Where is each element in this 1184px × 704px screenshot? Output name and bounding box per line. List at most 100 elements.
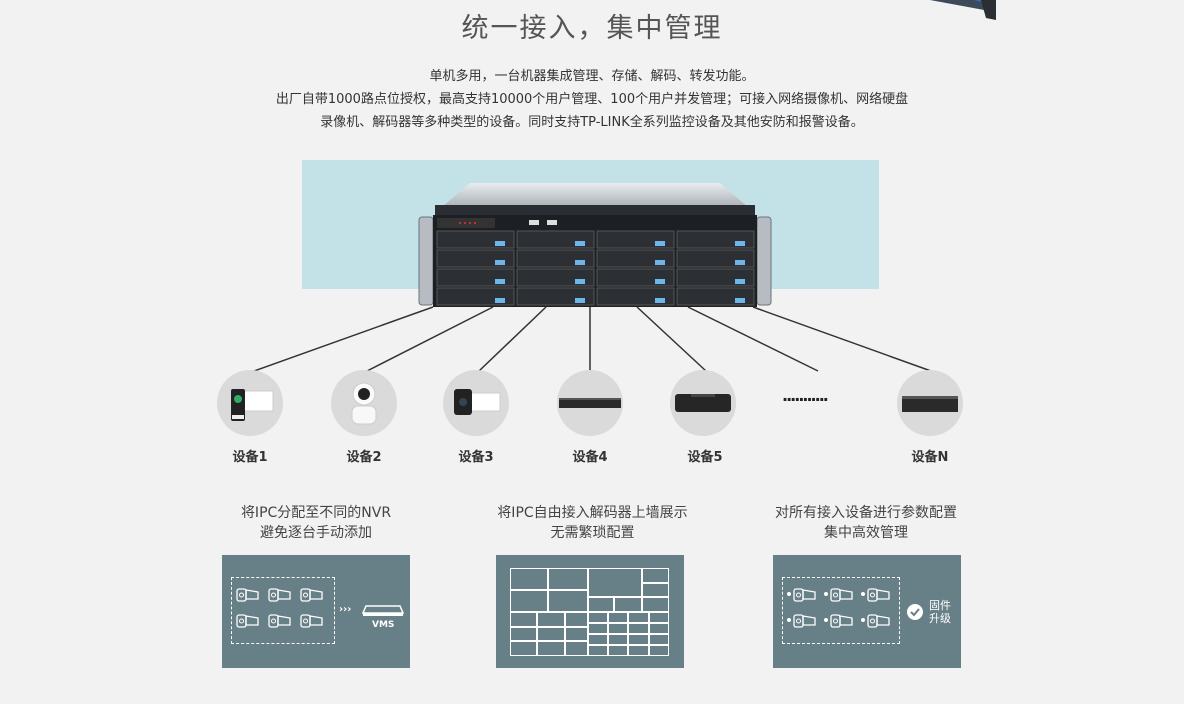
drive-bay: [676, 249, 755, 268]
video-wall-cell: [628, 634, 649, 645]
feature-3-caption: 对所有接入设备进行参数配置 集中高效管理: [746, 503, 986, 543]
video-wall-cell: [608, 634, 628, 645]
drive-bay: [596, 249, 675, 268]
description-line-1: 单机多用，一台机器集成管理、存储、解码、转发功能。: [429, 69, 755, 84]
drive-bay-tag: [575, 260, 585, 265]
check-circle-icon: [907, 604, 923, 620]
more-devices-ellipsis: ···········: [782, 390, 829, 409]
drive-bay-tag: [735, 298, 745, 303]
device-2: [331, 370, 397, 436]
drive-bay: [516, 249, 595, 268]
drive-bay-tag: [575, 279, 585, 284]
drive-bay-tag: [655, 241, 665, 246]
description-line-2: 出厂自带1000路点位授权，最高支持10000个用户管理、100个用户并发管理；…: [275, 92, 909, 107]
drive-bay: [436, 268, 515, 287]
device-n: [897, 370, 963, 436]
video-wall-grid: [510, 568, 669, 656]
video-wall-cell: [608, 623, 628, 634]
device-label: 设备2: [346, 450, 382, 465]
ipc-camera-icon: [787, 587, 817, 607]
drive-bay-tag: [735, 241, 745, 246]
drive-bay-tag: [495, 298, 505, 303]
video-wall-cell: [510, 568, 548, 590]
feature-3-panel: 固件 升级: [773, 555, 961, 668]
video-wall-cell: [642, 597, 669, 612]
video-wall-cell: [510, 612, 537, 627]
feature-caption-line: 将IPC自由接入解码器上墙展示: [497, 505, 688, 521]
feature-1-panel: ››› VMS: [222, 555, 410, 668]
connection-line: [636, 306, 707, 372]
video-wall-cell: [565, 612, 588, 627]
drive-bay: [596, 230, 675, 249]
device-label: 设备4: [572, 450, 608, 465]
video-wall-cell: [537, 641, 565, 656]
vms-label: VMS: [372, 620, 395, 630]
vms-server-icon: [362, 605, 404, 616]
video-wall-cell: [565, 627, 588, 641]
feature-caption-line: 无需繁琐配置: [550, 525, 635, 541]
drive-bay: [516, 287, 595, 306]
video-wall-cell: [628, 623, 649, 634]
nvr-icon: [559, 398, 621, 408]
device-group-box: [782, 577, 900, 644]
ipc-camera-icon: [300, 613, 324, 633]
drive-bay-tag: [495, 241, 505, 246]
drive-bay-tag: [655, 298, 665, 303]
drive-bay: [676, 230, 755, 249]
connection-line: [478, 306, 547, 372]
connection-line: [253, 306, 434, 372]
drive-bay-tag: [655, 260, 665, 265]
ipc-camera-icon: [824, 613, 854, 633]
description-line-3: 录像机、解码器等多种类型的设备。同时支持TP-LINK全系列监控设备及其他安防和…: [320, 115, 864, 130]
video-wall-cell: [588, 612, 608, 623]
video-wall-cell: [642, 568, 669, 583]
video-wall-cell: [588, 568, 642, 597]
ipc-camera-icon: [861, 613, 891, 633]
video-wall-cell: [649, 634, 669, 645]
drive-bay-tag: [575, 298, 585, 303]
drive-bay-tag: [735, 279, 745, 284]
device-label: 设备3: [458, 450, 494, 465]
feature-caption-line: 避免逐台手动添加: [260, 525, 372, 541]
page-title: 统一接入，集中管理: [461, 13, 723, 44]
video-wall-cell: [510, 590, 548, 612]
video-wall-cell: [628, 612, 649, 623]
arrows-icon: ›››: [339, 604, 352, 615]
video-wall-cell: [548, 568, 588, 590]
drive-bay-tag: [495, 260, 505, 265]
video-wall-cell: [614, 597, 642, 612]
video-wall-cell: [537, 627, 565, 641]
connection-line: [366, 306, 494, 372]
device-label: 设备5: [687, 450, 723, 465]
ipc-camera-icon: [300, 587, 324, 607]
firmware-upgrade-label: 固件 升级: [929, 599, 951, 625]
drive-bay: [436, 287, 515, 306]
video-wall-cell: [649, 623, 669, 634]
ipc-group-box: [231, 577, 335, 644]
video-wall-cell: [588, 623, 608, 634]
nvr-icon: [902, 396, 958, 412]
dome-camera-icon: [351, 382, 377, 425]
badge-line: 固件: [929, 599, 951, 612]
bullet-camera-icon: [231, 389, 274, 421]
ipc-camera-icon: [268, 613, 292, 633]
ipc-camera-icon: [268, 587, 292, 607]
video-wall-cell: [649, 612, 669, 623]
device-5: [670, 370, 736, 436]
corner-server-image: [900, 0, 1000, 20]
device-1: [217, 370, 283, 436]
device-3: [443, 370, 509, 436]
drive-bay: [676, 268, 755, 287]
video-wall-cell: [642, 583, 669, 597]
drive-bay: [436, 249, 515, 268]
connection-line: [752, 306, 932, 372]
device-label: 设备1: [232, 450, 268, 465]
ipc-camera-icon: [824, 587, 854, 607]
video-wall-cell: [588, 645, 608, 656]
feature-2-panel: [496, 555, 684, 668]
drive-bay: [596, 268, 675, 287]
video-wall-cell: [537, 612, 565, 627]
video-wall-cell: [649, 645, 669, 656]
drive-bay: [596, 287, 675, 306]
